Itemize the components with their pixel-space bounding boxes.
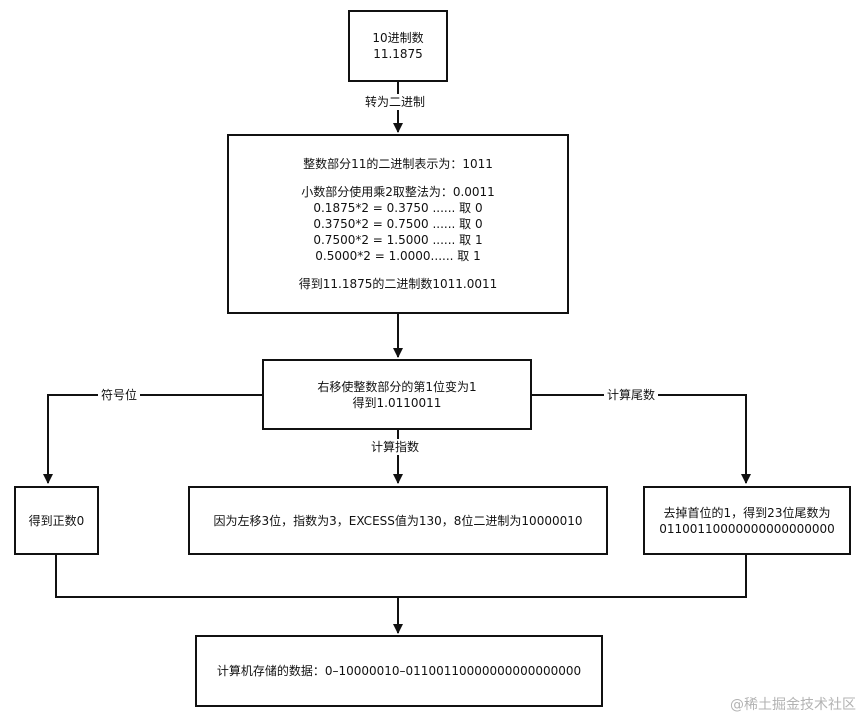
decimal-value: 11.1875 [373,47,423,61]
storage-text: 计算机存储的数据：0–10000010–01100110000000000000… [216,664,582,678]
node-exponent: 因为左移3位，指数为3，EXCESS值为130，8位二进制为10000010 [188,486,608,555]
edge-sign-to-merge [55,555,747,598]
integer-part-line: 整数部分11的二进制表示为：1011 [303,157,493,171]
edge-normalize-to-mantissa [532,394,751,484]
sign-text: 得到正数0 [28,513,85,528]
fraction-step: 0.7500*2 = 1.5000 ...... 取 1 [313,233,483,247]
edge-label-sign-bit: 符号位 [98,387,141,403]
node-mantissa: 去掉首位的1，得到23位尾数为 01100110000000000000000 [643,486,851,555]
fraction-step: 0.1875*2 = 0.3750 ...... 取 0 [313,201,483,215]
edge-label-compute-mantissa: 计算尾数 [604,387,659,403]
normalize-line-2: 得到1.0110011 [352,395,442,410]
decimal-label: 10进制数 [372,31,424,45]
node-sign: 得到正数0 [14,486,99,555]
fraction-part-title: 小数部分使用乘2取整法为：0.0011 [301,185,495,199]
watermark: @稀土掘金技术社区 [730,697,856,713]
exponent-text: 因为左移3位，指数为3，EXCESS值为130，8位二进制为10000010 [213,513,583,528]
node-storage: 计算机存储的数据：0–10000010–01100110000000000000… [195,635,603,707]
node-normalize: 右移使整数部分的第1位变为1 得到1.0110011 [262,359,532,430]
edge-label-to-binary: 转为二进制 [362,94,429,110]
binary-result-line: 得到11.1875的二进制数1011.0011 [298,277,498,291]
edge-label-compute-exponent: 计算指数 [368,439,423,455]
node-binary-conversion: 整数部分11的二进制表示为：1011 小数部分使用乘2取整法为：0.0011 0… [227,134,569,314]
fraction-step: 0.3750*2 = 0.7500 ...... 取 0 [313,217,483,231]
normalize-line-1: 右移使整数部分的第1位变为1 [317,379,477,394]
fraction-step: 0.5000*2 = 1.0000...... 取 1 [315,249,481,263]
edge-normalize-to-sign [43,394,262,484]
mantissa-line-2: 01100110000000000000000 [659,521,835,536]
node-decimal-number: 10进制数 11.1875 [348,10,448,82]
mantissa-line-1: 去掉首位的1，得到23位尾数为 [663,505,831,520]
